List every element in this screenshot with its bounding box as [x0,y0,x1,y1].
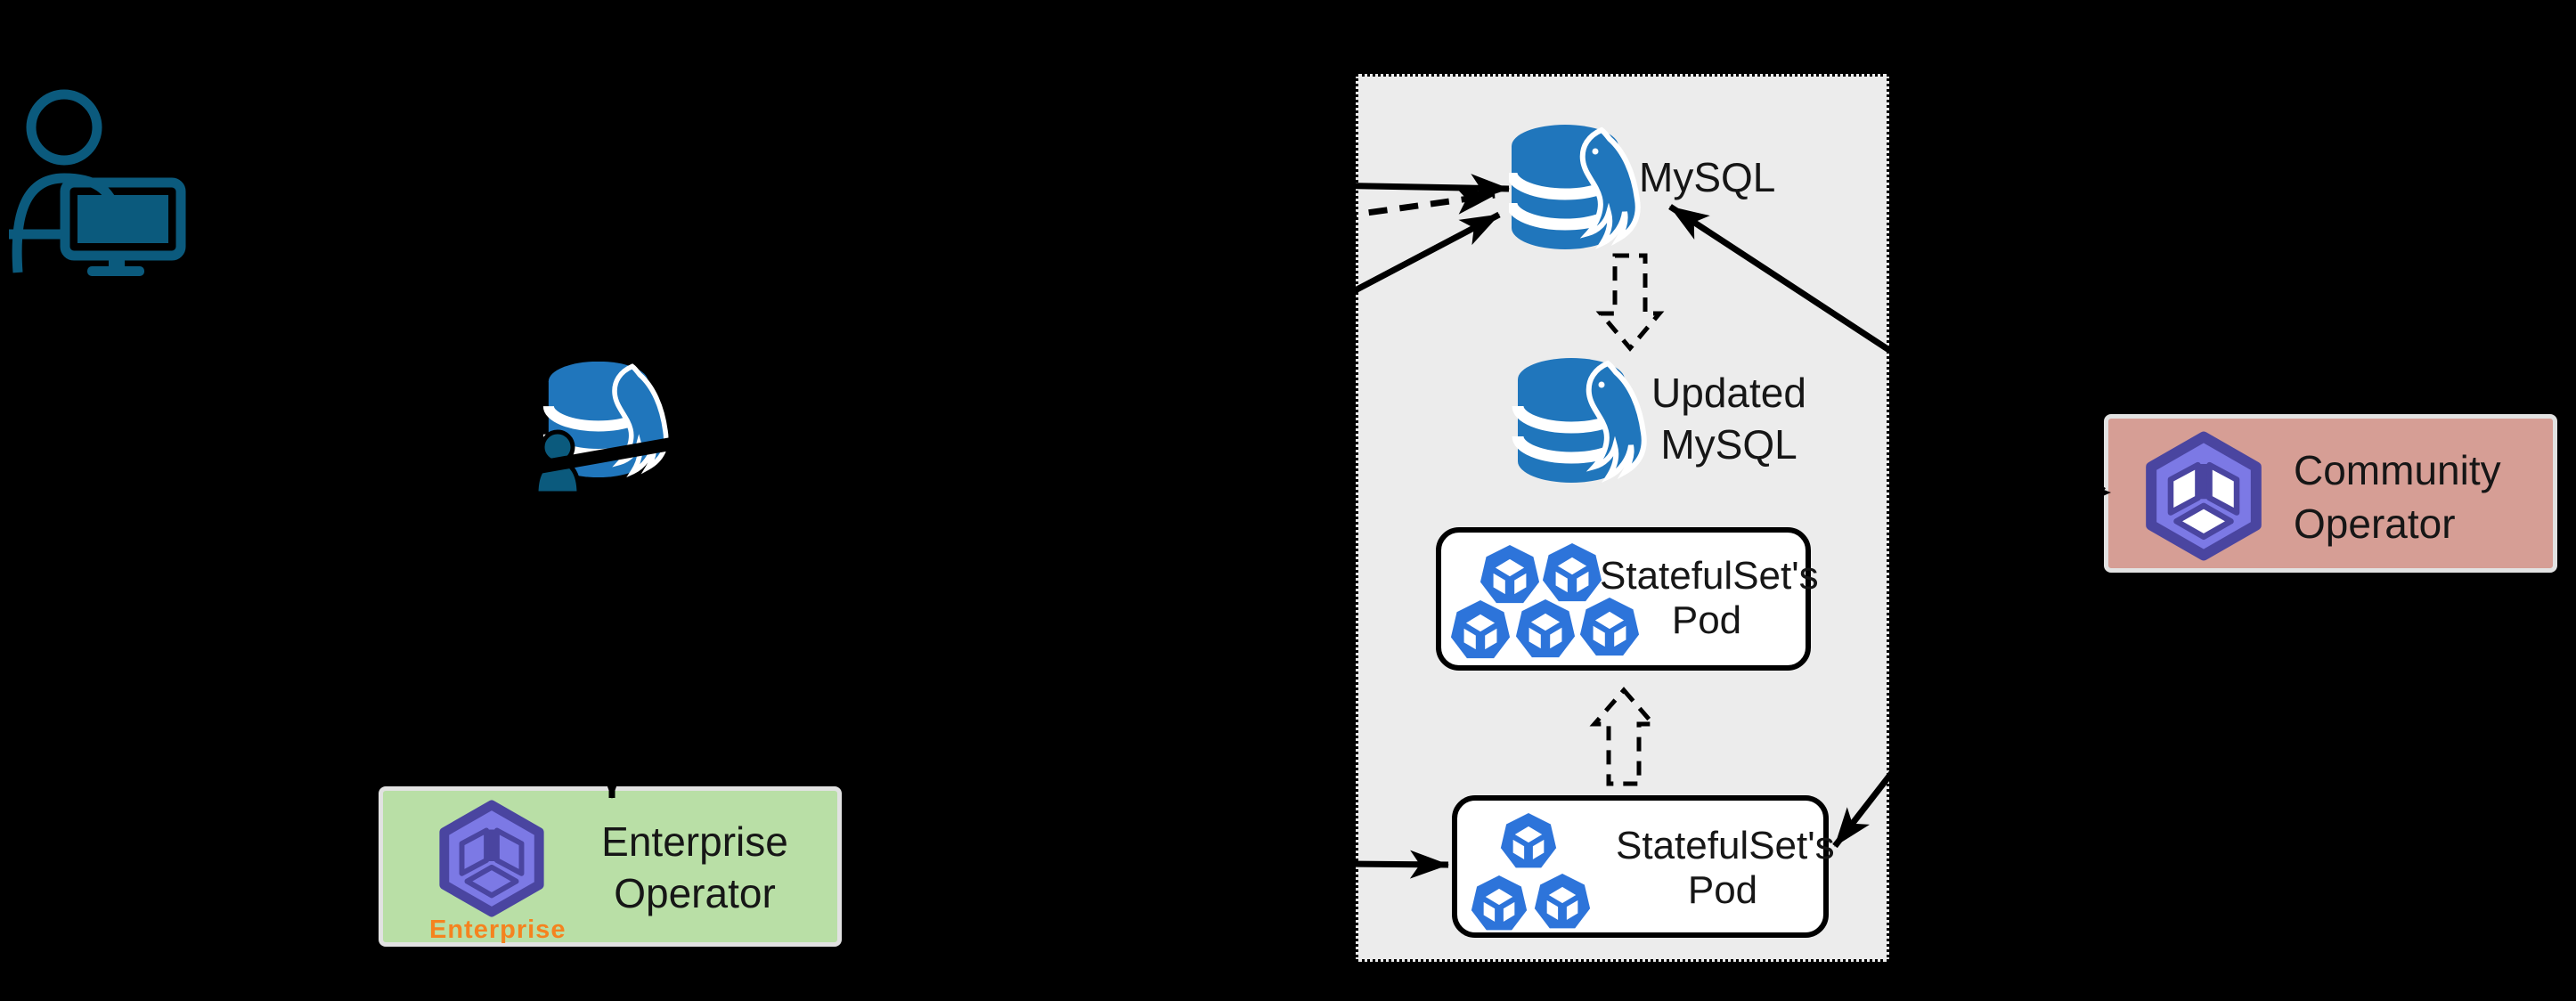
updated-mysql-line1: Updated [1651,370,1806,416]
community-operator-icon [2142,431,2265,566]
enterprise-badge: Enterprise [429,916,567,944]
enterprise-operator-line1: Enterprise [601,818,788,865]
updated-mysql-line2: MySQL [1660,421,1797,468]
pod-icon [1471,875,1528,937]
statefulset-current-line1: StatefulSet's [1616,824,1835,867]
community-operator-line1: Community [2294,447,2501,493]
mysql-user-icon [534,362,686,495]
user-computer-icon [9,89,187,276]
mysql-label: MySQL [1639,154,1776,200]
statefulset-updated-line1: StatefulSet's [1600,554,1819,598]
pod-icon [1450,600,1511,665]
pod-icon [1500,813,1557,875]
pod-icon [1534,874,1591,935]
pod-icon [1515,599,1576,664]
enterprise-operator-icon [436,800,547,922]
enterprise-operator-line2: Operator [614,870,776,916]
statefulset-current-line2: Pod [1687,868,1758,912]
community-operator-line2: Operator [2294,500,2456,547]
statefulset-updated-line2: Pod [1671,598,1742,642]
